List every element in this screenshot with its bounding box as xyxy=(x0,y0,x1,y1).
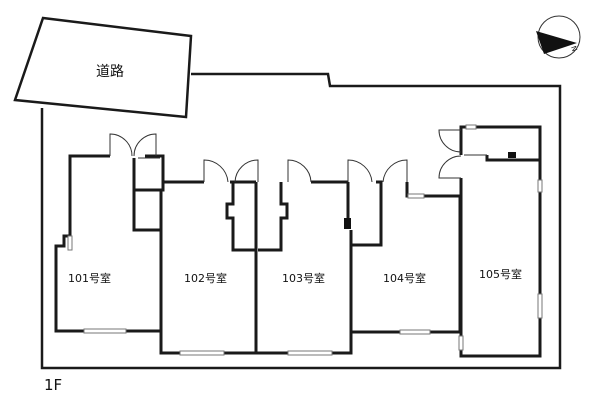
room-102-walls xyxy=(159,180,256,355)
window-icon xyxy=(67,124,543,356)
door-swing-icon xyxy=(109,129,462,183)
room-label-101: 101号室 xyxy=(68,272,111,285)
room-105-walls xyxy=(459,125,542,358)
room-label-102: 102号室 xyxy=(184,272,227,285)
room-label-103: 103号室 xyxy=(282,272,325,285)
room-104-column xyxy=(344,218,351,229)
compass-letter: N xyxy=(569,45,578,53)
site-boundary xyxy=(40,72,562,370)
room-103-walls xyxy=(254,180,353,355)
room-label-104: 104号室 xyxy=(383,272,426,285)
room-105-equipment xyxy=(508,152,516,158)
compass-icon: N xyxy=(536,15,581,59)
room-label-105: 105号室 xyxy=(479,268,522,281)
floor-label: 1F xyxy=(44,376,63,394)
road-label: 道路 xyxy=(96,64,124,80)
room-104-walls xyxy=(346,180,462,334)
road-shape xyxy=(13,16,193,119)
